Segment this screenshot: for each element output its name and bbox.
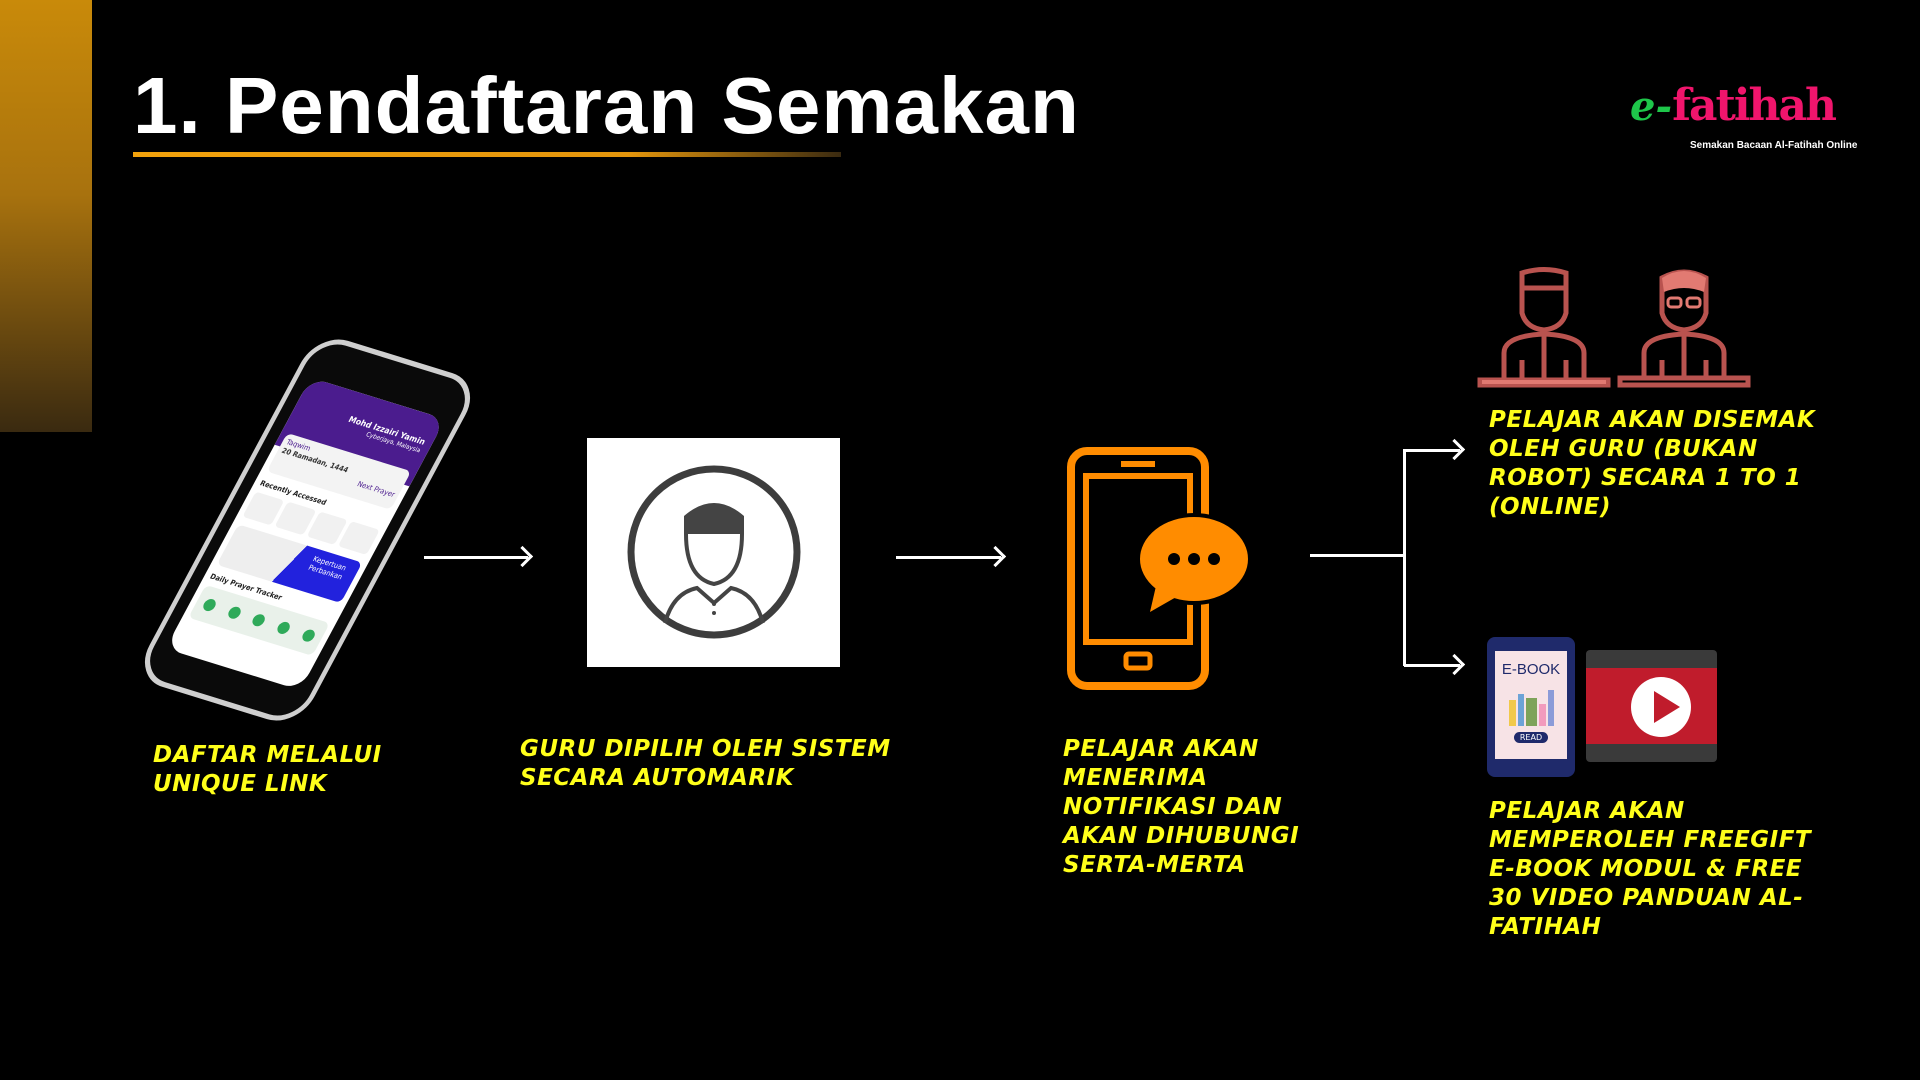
step-2-text: GURU DIPILIH OLEH SISTEM SECARA AUTOMARI…	[520, 736, 891, 791]
title-underline	[133, 152, 841, 157]
arrow-right-icon	[1404, 664, 1460, 667]
phone-screen: Mohd Izzairi Yamin Cyberjaya, Malaysia T…	[165, 377, 446, 691]
video-play-icon	[1586, 650, 1717, 762]
arrow-right-icon	[424, 556, 528, 559]
sidebar-accent-bar	[0, 0, 92, 432]
step-3-text: PELAJAR AKAN MENERIMA NOTIFIKASI DAN AKA…	[1063, 736, 1300, 878]
step-4-text: PELAJAR AKAN DISEMAK OLEH GURU (BUKAN RO…	[1489, 407, 1816, 520]
teachers-reading-icon	[1477, 267, 1751, 388]
arrow-right-icon	[896, 556, 1001, 559]
tablet-ebook-icon: E-BOOK READ	[1487, 637, 1575, 777]
phone-chat-notification-icon	[1067, 447, 1252, 690]
read-button: READ	[1514, 732, 1548, 743]
logo-tagline: Semakan Bacaan Al-Fatihah Online	[1690, 140, 1858, 152]
logo-prefix: e-	[1630, 83, 1673, 130]
ebook-video-icon: E-BOOK READ	[1487, 637, 1717, 780]
step-5-text: PELAJAR AKAN MEMPEROLEH FREEGIFT E-BOOK …	[1489, 798, 1812, 940]
page-title: 1. Pendaftaran Semakan	[133, 61, 1080, 150]
phone-mockup: Mohd Izzairi Yamin Cyberjaya, Malaysia T…	[132, 331, 483, 729]
guru-avatar-box	[587, 438, 840, 667]
branch-connector	[1310, 554, 1404, 557]
arrow-right-icon	[1404, 449, 1460, 452]
e-fatihah-logo: e- fatihah Semakan Bacaan Al-Fatihah Onl…	[1630, 76, 1910, 160]
logo-name: fatihah	[1672, 80, 1837, 131]
logo-wordmark: e- fatihah	[1630, 76, 1837, 136]
step-1-text: DAFTAR MELALUI UNIQUE LINK	[153, 742, 382, 797]
branch-connector-vertical	[1403, 449, 1406, 666]
ebook-label: E-BOOK	[1501, 661, 1561, 678]
teacher-avatar-icon	[627, 465, 801, 639]
